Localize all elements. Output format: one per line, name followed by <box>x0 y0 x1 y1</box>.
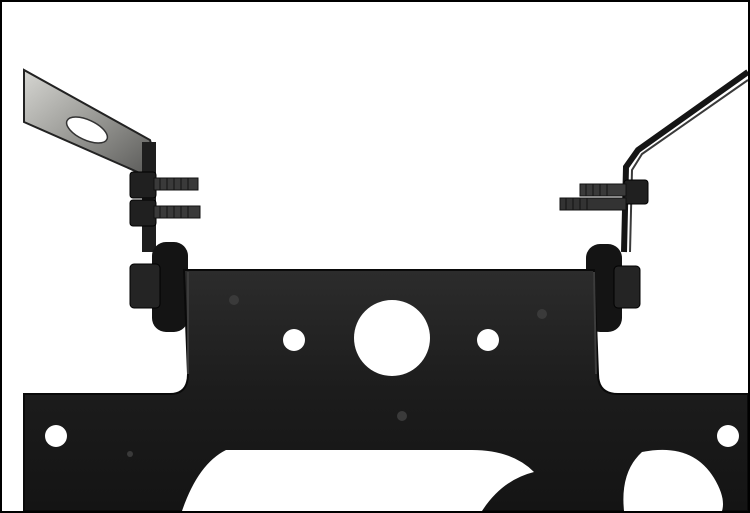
center-hole <box>354 300 430 376</box>
right-arm <box>621 69 748 253</box>
right-screws <box>559 179 649 211</box>
plate-holes <box>45 295 739 457</box>
far-right-hole <box>717 425 739 447</box>
left-small-hole <box>283 329 305 351</box>
lower-cutout <box>182 449 723 511</box>
left-screws <box>129 171 201 227</box>
bracket-plate <box>23 269 748 511</box>
right-small-hole <box>477 329 499 351</box>
left-grommet <box>129 242 188 332</box>
arm-cutout <box>65 116 109 144</box>
far-left-hole <box>45 425 67 447</box>
